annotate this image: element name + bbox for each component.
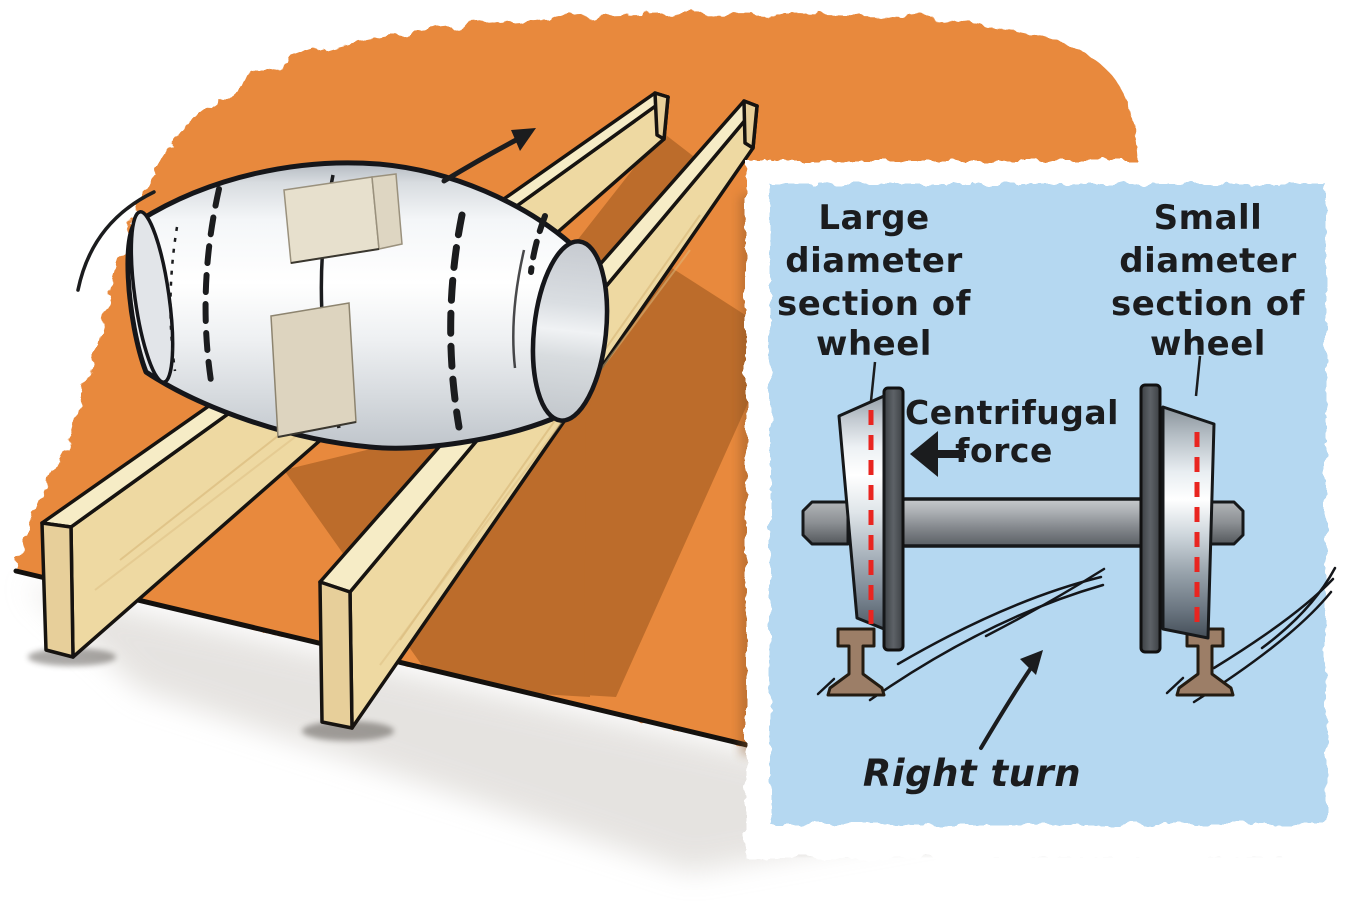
label-large-diameter-line4: wheel	[816, 324, 932, 364]
direction-arrow-head	[511, 128, 536, 151]
label-small-diameter-line3: section of	[1111, 284, 1306, 324]
barrel-dashed-ring-right	[447, 211, 466, 431]
label-force: force	[955, 431, 1053, 470]
axle-shaft	[900, 497, 1146, 548]
direction-arrow-shaft	[441, 136, 521, 184]
barrel-tape-patch-bottom	[270, 302, 357, 438]
leader-line-small	[1194, 355, 1202, 397]
barrel-tape-patch-top	[283, 176, 380, 264]
barrel-left-end-cap	[129, 210, 175, 384]
centrifugal-arrow-shaft	[938, 450, 966, 458]
barrel-tape-patch-top-edge	[371, 173, 403, 250]
wood-grain	[399, 214, 701, 641]
swoosh-line	[868, 583, 1105, 702]
swoosh-line	[984, 567, 1106, 638]
swoosh-line	[896, 575, 1103, 666]
direction-arrow	[441, 128, 536, 184]
tape-edge-line	[290, 248, 380, 264]
motion-swoosh-left	[816, 567, 1106, 702]
rail-left-end-face	[40, 521, 75, 659]
rail-left-far-end	[653, 91, 670, 141]
wood-grain	[379, 249, 691, 666]
barrel-dashed-ring-end	[528, 213, 548, 275]
label-large-diameter-line3: section of	[777, 284, 972, 324]
label-small-diameter-line4: wheel	[1150, 324, 1266, 364]
left-wheel	[837, 386, 905, 652]
right-wheel-cone	[1161, 405, 1216, 640]
label-small-diameter-line2: diameter	[1119, 241, 1297, 281]
barrel-rim-line	[512, 249, 526, 369]
cast-shadow-barrel	[584, 245, 778, 697]
right-turn-arrow	[979, 650, 1043, 750]
rolling-motion-line	[76, 190, 156, 292]
swoosh-flick	[1165, 676, 1185, 695]
label-large-diameter-line1: Large	[818, 198, 929, 238]
rail-end-shadow-right	[302, 721, 394, 741]
paper-cup-barrel	[125, 160, 610, 451]
barrel-dashed-ring-left	[202, 186, 222, 384]
swoosh-line	[1260, 566, 1337, 650]
rail-right-far-end	[742, 99, 759, 150]
wheelset-axle	[801, 497, 1245, 548]
label-small-diameter-line1: Small	[1154, 198, 1263, 238]
tape-edge-line	[277, 421, 357, 438]
right-turn-arrow-head	[1020, 650, 1043, 675]
label-centrifugal: Centrifugal	[905, 393, 1119, 432]
centrifugal-arrow-head	[910, 431, 938, 477]
centrifugal-force-arrow	[910, 431, 966, 477]
left-wheel-flange	[882, 386, 905, 652]
leader-line-large	[869, 361, 877, 402]
swoosh-flick	[816, 677, 836, 696]
axle-stub-left	[801, 500, 850, 546]
label-large-diameter-line2: diameter	[785, 241, 963, 281]
barrel-right-end-cap	[530, 239, 610, 423]
rail-right-end-face	[318, 580, 354, 730]
right-wheel	[1139, 383, 1216, 654]
right-wheel-flange	[1139, 383, 1162, 654]
label-right-turn: Right turn	[863, 752, 1081, 795]
